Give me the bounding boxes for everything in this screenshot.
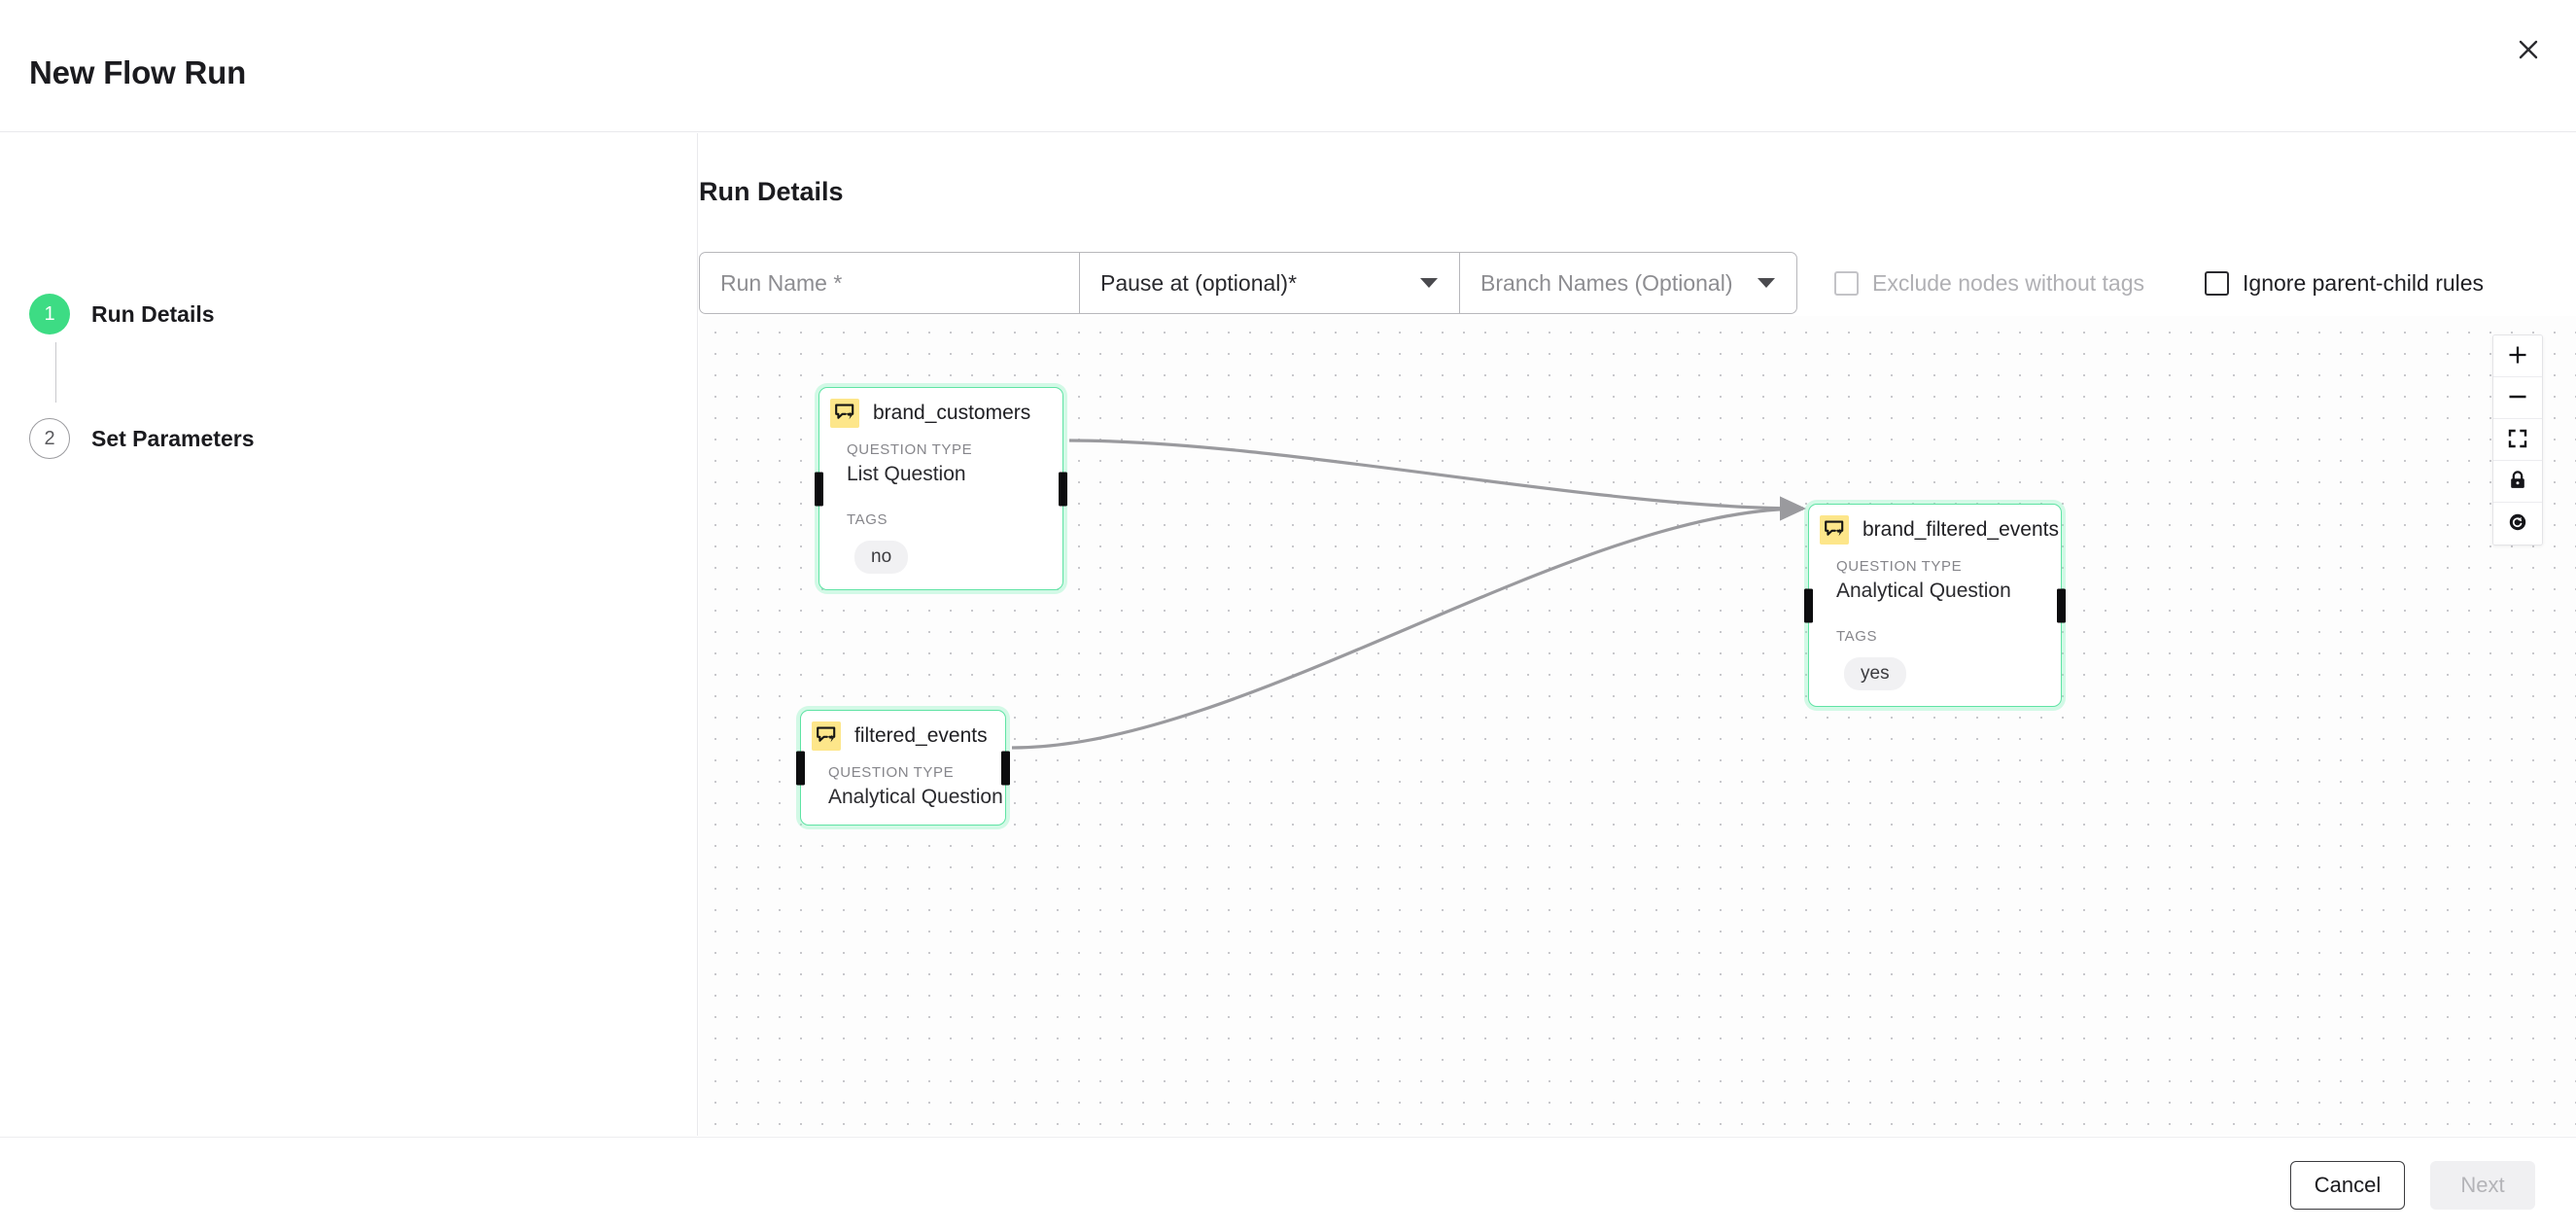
chevron-down-icon xyxy=(1758,278,1775,288)
flow-node-filtered-events[interactable]: filtered_events QUESTION TYPE Analytical… xyxy=(796,710,1010,826)
node-handle-source[interactable] xyxy=(1001,751,1010,785)
node-handle-target[interactable] xyxy=(815,472,823,506)
question-node-icon xyxy=(812,721,841,751)
run-details-form: Run Name * Pause at (optional)* Branch N… xyxy=(699,252,2484,314)
stepper-sidebar: 1 Run Details 2 Set Parameters xyxy=(0,133,698,1136)
step-number-1: 1 xyxy=(29,294,70,334)
sidebar-item-run-details[interactable]: 1 Run Details xyxy=(29,294,215,334)
exclude-nodes-without-tags-checkbox[interactable]: Exclude nodes without tags xyxy=(1834,252,2144,314)
run-name-field[interactable]: Run Name * xyxy=(699,252,1080,314)
node-question-type-value: Analytical Question xyxy=(828,786,1003,808)
edge-brand-customers-to-brand-filtered-events xyxy=(1068,439,1806,521)
branch-names-select[interactable]: Branch Names (Optional) xyxy=(1459,252,1797,314)
fit-view-icon xyxy=(2507,428,2528,452)
checkbox-box xyxy=(1834,270,1859,296)
pause-at-select[interactable]: Pause at (optional)* xyxy=(1079,252,1460,314)
question-node-icon xyxy=(1820,515,1849,545)
main-panel: Run Details Run Name * Pause at (optiona… xyxy=(699,133,2576,1136)
flow-node-brand-customers[interactable]: brand_customers QUESTION TYPE List Quest… xyxy=(815,387,1067,590)
section-title: Run Details xyxy=(699,177,844,206)
ignore-parent-child-rules-label: Ignore parent-child rules xyxy=(2243,269,2485,296)
sidebar-item-set-parameters[interactable]: 2 Set Parameters xyxy=(29,418,255,459)
ignore-parent-child-rules-checkbox[interactable]: Ignore parent-child rules xyxy=(2205,252,2484,314)
checkbox-box xyxy=(2205,270,2230,296)
node-tags-label: TAGS xyxy=(847,511,888,528)
dialog-header: New Flow Run xyxy=(0,0,2576,132)
chevron-down-icon xyxy=(1420,278,1438,288)
cancel-button[interactable]: Cancel xyxy=(2290,1161,2405,1210)
node-handle-source[interactable] xyxy=(2057,588,2066,622)
node-question-type-value: List Question xyxy=(847,463,966,485)
run-name-placeholder: Run Name * xyxy=(720,269,843,296)
node-title: brand_customers xyxy=(873,402,1031,424)
lock-button[interactable] xyxy=(2493,461,2542,503)
step-label-run-details: Run Details xyxy=(91,300,215,327)
node-question-type-label: QUESTION TYPE xyxy=(828,764,955,781)
flow-node-brand-filtered-events[interactable]: brand_filtered_events QUESTION TYPE Anal… xyxy=(1804,504,2066,707)
node-question-type-label: QUESTION TYPE xyxy=(847,441,973,458)
node-title: filtered_events xyxy=(854,724,988,747)
node-title: brand_filtered_events xyxy=(1862,518,2059,541)
node-question-type-label: QUESTION TYPE xyxy=(1836,558,1963,575)
node-tags-label: TAGS xyxy=(1836,628,1878,645)
zoom-out-icon xyxy=(2507,386,2528,410)
dialog-footer: Cancel Next xyxy=(0,1137,2576,1231)
step-number-2: 2 xyxy=(29,418,70,459)
close-icon xyxy=(2516,37,2541,62)
node-tag: no xyxy=(854,541,909,574)
node-handle-source[interactable] xyxy=(1059,472,1067,506)
branch-names-placeholder: Branch Names (Optional) xyxy=(1480,269,1733,296)
exclude-nodes-without-tags-label: Exclude nodes without tags xyxy=(1872,269,2145,296)
step-label-set-parameters: Set Parameters xyxy=(91,425,255,451)
node-question-type-value: Analytical Question xyxy=(1836,580,2011,602)
zoom-out-button[interactable] xyxy=(2493,377,2542,419)
flow-canvas[interactable]: brand_customers QUESTION TYPE List Quest… xyxy=(699,316,2576,1136)
node-handle-target[interactable] xyxy=(1804,588,1813,622)
reset-icon xyxy=(2507,511,2528,536)
reset-button[interactable] xyxy=(2493,503,2542,545)
question-node-icon xyxy=(830,399,859,428)
canvas-controls xyxy=(2492,334,2543,545)
lock-icon xyxy=(2507,470,2528,494)
stepper-connector xyxy=(55,342,56,403)
page-title: New Flow Run xyxy=(29,54,247,90)
node-tag: yes xyxy=(1844,657,1906,690)
fit-view-button[interactable] xyxy=(2493,419,2542,461)
zoom-in-icon xyxy=(2507,344,2528,369)
zoom-in-button[interactable] xyxy=(2493,335,2542,377)
close-button[interactable] xyxy=(2502,23,2555,76)
pause-at-value: Pause at (optional)* xyxy=(1100,269,1298,296)
next-button: Next xyxy=(2430,1161,2535,1210)
node-handle-target[interactable] xyxy=(796,751,805,785)
edge-filtered-events-to-brand-filtered-events xyxy=(1011,496,1806,750)
